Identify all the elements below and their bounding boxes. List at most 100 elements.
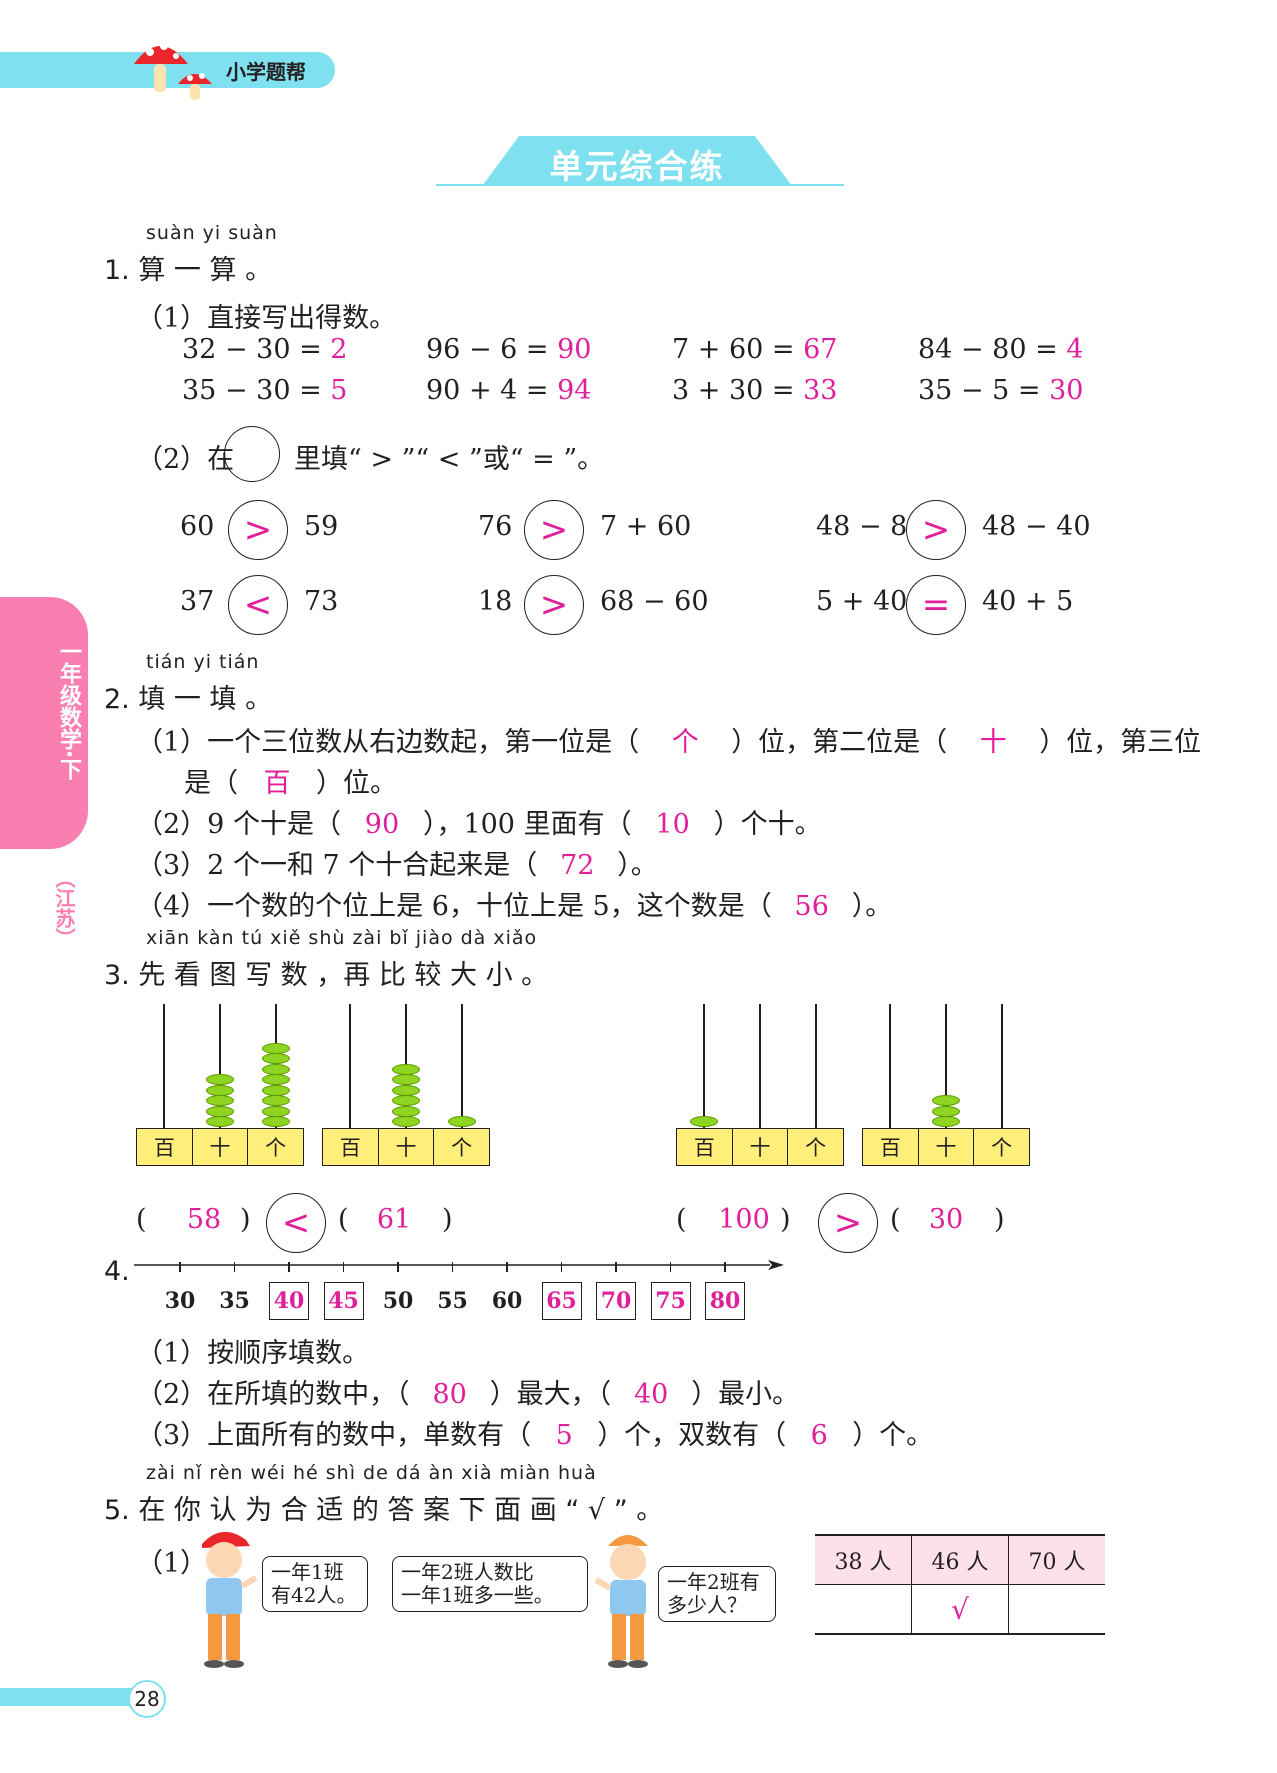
compare-circle[interactable]: < <box>228 575 288 635</box>
answer-second-number: 61 <box>376 1204 412 1235</box>
number-line <box>134 1260 784 1270</box>
footer-bar <box>0 1688 150 1706</box>
abacus-bead <box>262 1053 290 1064</box>
place-label: 百 <box>677 1129 733 1165</box>
place-label: 十 <box>379 1129 435 1165</box>
abacus-bead <box>262 1116 290 1127</box>
answer-first-number: 58 <box>186 1204 222 1235</box>
answer: 2 <box>330 334 348 365</box>
paren-left: ( <box>338 1204 349 1235</box>
q2-line1-text-a: （1）一个三位数从右边数起，第一位是（ <box>136 727 640 758</box>
paren-left: ( <box>676 1204 687 1235</box>
q2-line1-text-b: ）位，第二位是（ <box>731 727 948 758</box>
q2-line5-text-b: ）。 <box>851 891 893 922</box>
number-line-tick <box>560 1262 562 1272</box>
abacus-rod <box>703 1004 705 1128</box>
q2-answer-tens: 十 <box>979 727 1007 758</box>
title-banner <box>482 136 792 186</box>
side-grade-label: 一年级数学·下 <box>56 640 81 781</box>
compare-left: 5 + 40 <box>816 586 908 617</box>
abacus-bead <box>448 1116 476 1127</box>
mark-cell-70[interactable] <box>1008 1584 1105 1635</box>
q1-part1: （1）直接写出得数。 <box>136 303 397 334</box>
q2-line2-text-a: 是（ <box>184 768 238 799</box>
abacus-bead <box>262 1105 290 1117</box>
compare-right: 59 <box>304 511 339 542</box>
title-underline <box>436 184 844 186</box>
abacus-bead <box>262 1084 290 1096</box>
abacus-bead <box>932 1105 960 1117</box>
example-circle <box>224 426 280 482</box>
q2-line1-text-c: ）位，第三位 <box>1039 727 1202 758</box>
compare-left: 48 − 8 <box>816 511 908 542</box>
compare-circle[interactable]: = <box>906 575 966 635</box>
compare-circle[interactable]: > <box>524 575 584 635</box>
q1-part2-b: 里填“ > ”“ < ”或“ = ”。 <box>294 444 605 475</box>
place-label: 个 <box>265 1136 287 1160</box>
q4-answer-odd: 5 <box>555 1420 573 1451</box>
mark-cell-46[interactable]: √ <box>911 1584 1009 1635</box>
number-line-tick <box>451 1262 453 1272</box>
expression: 7 + 60 = <box>672 334 804 365</box>
arithmetic-item: 35 − 30 = 5 <box>182 375 347 406</box>
place-label: 百 <box>863 1129 919 1165</box>
number-line-blank[interactable]: 65 <box>541 1282 582 1320</box>
q2-line3-text-b: ），100 里面有（ <box>422 809 632 840</box>
q2-line5-text-a: （4）一个数的个位上是 6，十位上是 5，这个数是（ <box>136 891 772 922</box>
arithmetic-item: 35 − 5 = 30 <box>918 375 1083 406</box>
expression: 32 − 30 = <box>182 334 331 365</box>
compare-circle[interactable]: > <box>524 500 584 560</box>
speech-bubble-compare: 一年2班人数比 一年1班多一些。 <box>392 1556 588 1612</box>
abacus-rod <box>889 1004 891 1128</box>
expression: 35 − 30 = <box>182 375 331 406</box>
page-number: 28 <box>128 1680 166 1718</box>
option-38: 38 人 <box>815 1534 912 1585</box>
abacus-place-labels: 百十个 <box>136 1128 304 1166</box>
paren-left: ( <box>890 1204 901 1235</box>
q3-label: 3. 先 看 图 写 数 ，再 比 较 大 小 。 <box>104 960 549 991</box>
q2-answer-90: 90 <box>364 809 400 840</box>
option-46: 46 人 <box>911 1534 1009 1585</box>
arithmetic-item: 90 + 4 = 94 <box>426 375 591 406</box>
arithmetic-item: 84 − 80 = 4 <box>918 334 1083 365</box>
q4-answer-max: 80 <box>432 1379 467 1410</box>
check-mark-icon: √ <box>951 1592 969 1626</box>
q4-part2: （2）在所填的数中，（80）最大，（40）最小。 <box>136 1372 799 1411</box>
abacus-rod <box>349 1004 351 1128</box>
expression: 96 − 6 = <box>426 334 558 365</box>
q4-part3: （3）上面所有的数中，单数有（5）个，双数有（6）个。 <box>136 1413 933 1452</box>
q4-part2-text-b: ）最大，（ <box>489 1379 612 1410</box>
abacus-place-labels: 百十个 <box>862 1128 1030 1166</box>
abacus-bead <box>392 1105 420 1117</box>
abacus-bead <box>206 1095 234 1106</box>
compare-left: 37 <box>180 586 215 617</box>
q2-line5: （4）一个数的个位上是 6，十位上是 5，这个数是（56）。 <box>136 884 892 923</box>
number-line-value: 30 <box>164 1288 196 1314</box>
q2-line4: （3）2 个一和 7 个十合起来是（72）。 <box>136 843 658 882</box>
number-line-value: 50 <box>382 1288 414 1314</box>
compare-circle[interactable]: > <box>818 1193 878 1253</box>
number-line-blank[interactable]: 70 <box>596 1282 636 1320</box>
q4-part3-text-c: ）个。 <box>852 1420 934 1451</box>
mark-cell-38[interactable] <box>815 1584 912 1635</box>
compare-circle[interactable]: < <box>266 1193 326 1253</box>
place-label: 个 <box>451 1136 473 1160</box>
compare-circle[interactable]: > <box>228 500 288 560</box>
q1-pinyin: suàn yi suàn <box>146 222 278 244</box>
number-line-blank[interactable]: 80 <box>705 1282 745 1320</box>
abacus-bead <box>392 1063 420 1075</box>
number-line-blank[interactable]: 40 <box>269 1282 309 1320</box>
q2-line4-text-b: ）。 <box>617 850 658 881</box>
compare-circle[interactable]: > <box>906 500 966 560</box>
answer: 5 <box>330 375 348 406</box>
q2-line3-text-c: ）个十。 <box>713 809 822 840</box>
place-label: 十 <box>193 1129 249 1165</box>
answer: 94 <box>557 375 592 406</box>
number-line-blank[interactable]: 45 <box>323 1282 364 1320</box>
abacus-bead <box>392 1084 420 1096</box>
q3-pinyin: xiān kàn tú xiě shù zài bǐ jiào dà xiǎo <box>146 927 538 949</box>
q2-answer-ones: 个 <box>671 727 699 758</box>
speech-bubble-question: 一年2班有 多少人？ <box>658 1566 776 1622</box>
number-line-blank[interactable]: 75 <box>650 1282 691 1320</box>
abacus-bead <box>206 1074 234 1085</box>
